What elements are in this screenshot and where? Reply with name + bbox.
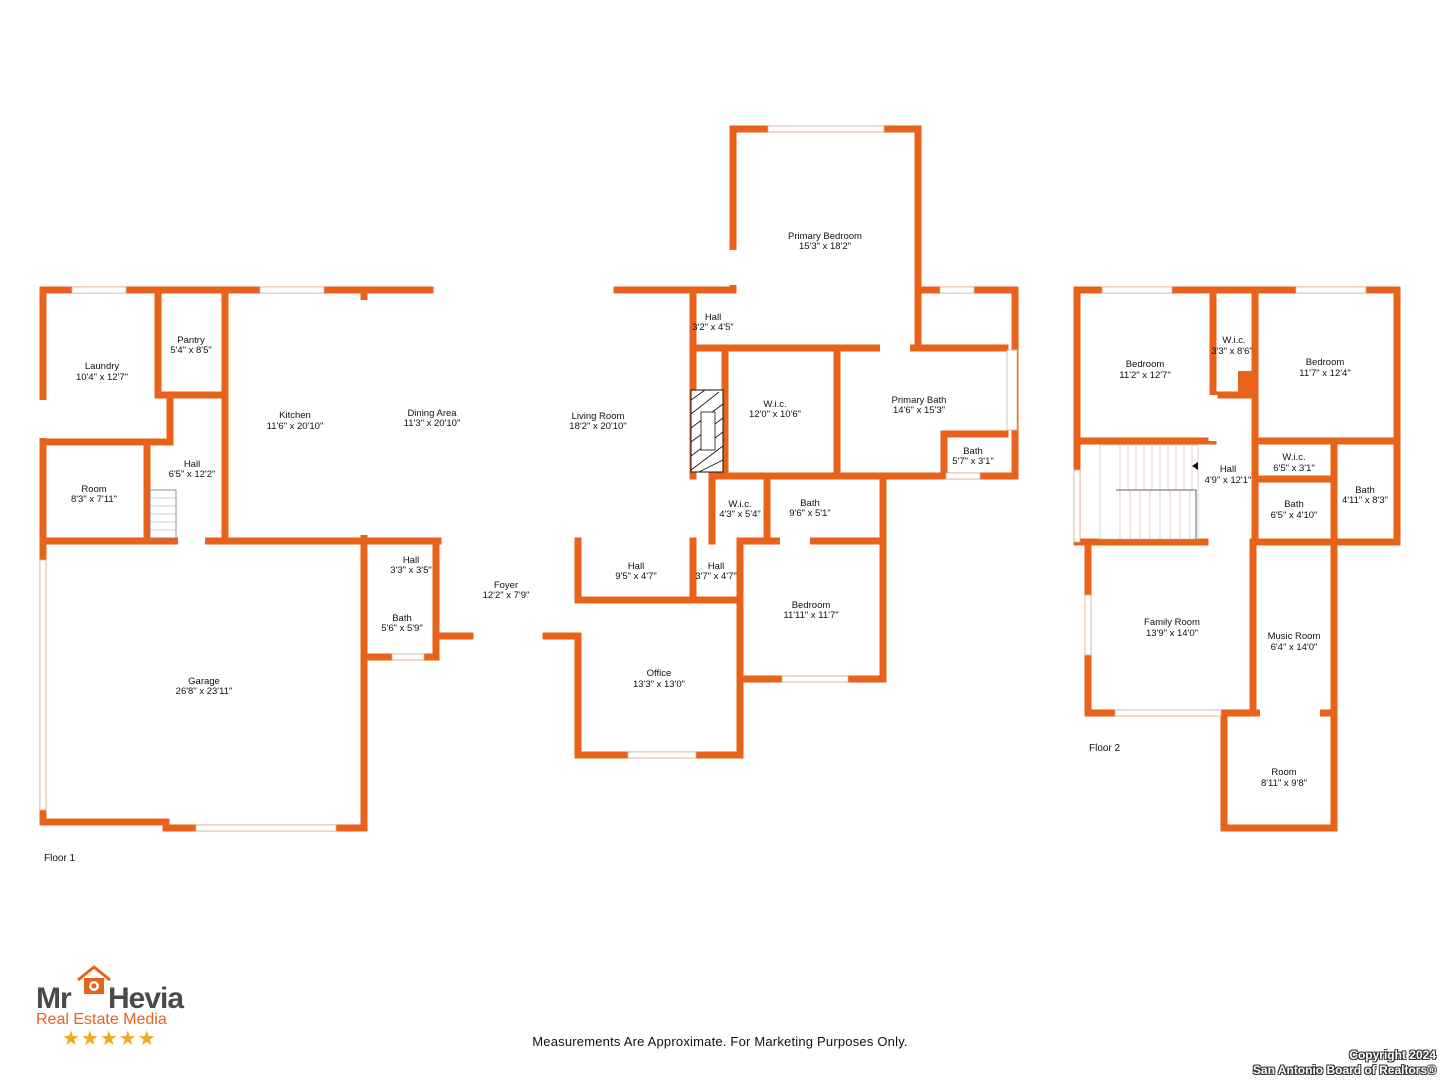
room-dim-bath-f2b: 4'11" x 8'3" (1342, 495, 1388, 506)
room-dim-bath-f2a: 6'5" x 4'10" (1271, 510, 1318, 521)
room-name-dining: Dining Area (407, 408, 457, 419)
fireplace-icon (690, 389, 724, 473)
room-dim-bath-small: 5'7" x 3'1" (952, 456, 994, 467)
room-dim-wic-primary: 12'0" x 10'6" (749, 409, 801, 420)
logo-word-left: Mr (36, 982, 72, 1015)
room-dim-dining: 11'3" x 20'10" (404, 418, 461, 429)
room-name-bath-guest: Bath (392, 613, 412, 624)
stairs-floor2 (1099, 444, 1199, 540)
room-dim-wic-f2a: 3'3" x 8'6" (1211, 346, 1253, 357)
room-name-office: Office (647, 668, 672, 679)
room-name-room-f2: Room (1271, 767, 1296, 778)
copyright-line1: Copyright 2024 (1349, 1048, 1436, 1062)
room-name-living: Living Room (572, 411, 625, 422)
windows (39, 125, 1367, 832)
room-dim-hall-f2: 4'9" x 12'1" (1205, 475, 1252, 486)
room-name-hall-primary: Hall (705, 312, 721, 323)
room-dim-hall-primary: 3'2" x 4'5" (692, 322, 734, 333)
room-dim-living: 18'2" x 20'10" (569, 421, 626, 432)
copyright-line2: San Antonio Board of Realtors® (1252, 1063, 1436, 1077)
room-name-bath-small: Bath (963, 446, 983, 457)
room-name-kitchen: Kitchen (279, 410, 311, 421)
room-dim-bath-mid: 9'6" x 5'1" (789, 508, 831, 519)
chimney-block (1238, 371, 1254, 395)
room-dim-kitchen: 11'6" x 20'10" (267, 421, 324, 432)
room-name-music-room: Music Room (1268, 631, 1321, 642)
room-name-family-room: Family Room (1144, 617, 1200, 628)
room-dim-bedroom-f1: 11'11" x 11'7" (783, 610, 838, 621)
logo-subtitle: Real Estate Media (36, 1011, 167, 1028)
room-dim-room-f2: 8'11" x 9'8" (1261, 778, 1307, 789)
stairs-floor1 (149, 489, 177, 539)
room-dim-bedroom-f2b: 11'7" x 12'4" (1299, 368, 1350, 379)
room-dim-primary-bath: 14'6" x 15'3" (893, 405, 945, 416)
room-name-primary-bedroom: Primary Bedroom (788, 231, 862, 242)
room-dim-hall-office: 9'5" x 4'7" (615, 571, 657, 582)
room-dim-foyer: 12'2" x 7'9" (483, 590, 530, 601)
room-dim-bedroom-f2a: 11'2" x 12'7" (1119, 370, 1170, 381)
room-dim-laundry: 10'4" x 12'7" (76, 372, 128, 383)
room-name-bedroom-f1: Bedroom (792, 600, 831, 611)
room-name-bedroom-f2a: Bedroom (1126, 359, 1165, 370)
room-name-hall-laundry: Hall (184, 459, 200, 470)
room-name-laundry: Laundry (85, 361, 120, 372)
room-name-foyer: Foyer (494, 580, 518, 591)
room-name-wic-small: W.i.c. (728, 499, 751, 510)
room-name-hall-office: Hall (628, 561, 644, 572)
floor2-label: Floor 2 (1089, 743, 1121, 754)
room-name-bath-f2a: Bath (1284, 499, 1304, 510)
room-name-pantry: Pantry (177, 335, 205, 346)
logo-stars-icon: ★★★★★ (62, 1028, 157, 1050)
room-dim-wic-small: 4'3" x 5'4" (719, 509, 761, 520)
room-name-wic-f2a: W.i.c. (1222, 335, 1245, 346)
room-name-hall-bed: Hall (708, 561, 724, 572)
disclaimer: Measurements Are Approximate. For Market… (532, 1034, 908, 1049)
logo-word-right: Hevia (108, 982, 184, 1015)
room-name-hall-f2: Hall (1220, 464, 1236, 475)
openings (38, 250, 1320, 718)
room-dim-primary-bedroom: 15'3" x 18'2" (799, 241, 851, 252)
room-name-room-f1: Room (81, 484, 106, 495)
room-dim-family-room: 13'9" x 14'0" (1146, 628, 1198, 639)
logo: Mr Hevia Real Estate Media ★★★★★ (36, 964, 206, 1054)
room-name-garage: Garage (188, 676, 220, 687)
room-dim-music-room: 6'4" x 14'0" (1271, 642, 1318, 653)
room-dim-wic-f2b: 6'5" x 3'1" (1273, 463, 1315, 474)
house-camera-icon (77, 965, 111, 994)
room-dim-pantry: 5'4" x 8'5" (170, 345, 212, 356)
room-dim-room-f1: 8'3" x 7'11" (71, 494, 117, 505)
copyright: Copyright 2024 San Antonio Board of Real… (1253, 1048, 1436, 1078)
room-name-bath-f2b: Bath (1355, 485, 1375, 496)
room-name-wic-f2b: W.i.c. (1282, 452, 1305, 463)
room-dim-hall-small: 3'3" x 3'5" (390, 565, 432, 576)
room-name-hall-small: Hall (403, 555, 419, 566)
room-dim-hall-laundry: 6'5" x 12'2" (169, 469, 216, 480)
floor1-label: Floor 1 (44, 853, 76, 864)
room-dim-bath-guest: 5'6" x 5'9" (381, 623, 423, 634)
room-name-primary-bath: Primary Bath (892, 395, 947, 406)
room-name-wic-primary: W.i.c. (763, 399, 786, 410)
room-dim-garage: 26'8" x 23'11" (176, 686, 233, 697)
room-dim-hall-bed: 3'7" x 4'7" (695, 571, 737, 582)
room-name-bath-mid: Bath (800, 498, 820, 509)
room-dim-office: 13'3" x 13'0" (633, 679, 685, 690)
room-name-bedroom-f2b: Bedroom (1306, 357, 1345, 368)
